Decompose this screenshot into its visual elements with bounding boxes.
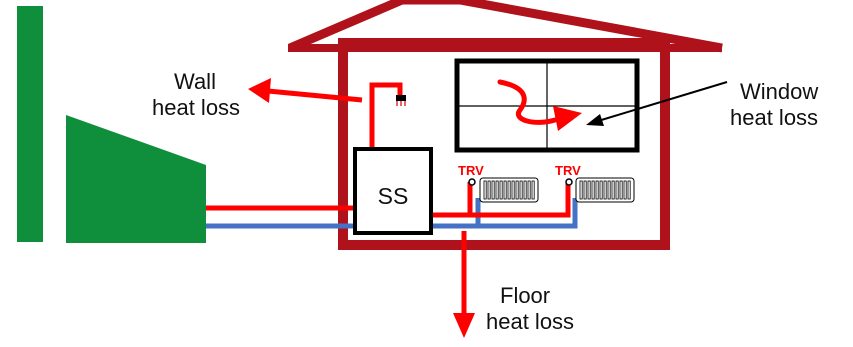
trv-valve-right [565, 178, 573, 186]
window-pointer-arrow [586, 81, 728, 126]
wall-label-line1: Wall [174, 69, 216, 94]
storage-label: SS [377, 183, 409, 209]
floor-label-line1: Floor [500, 283, 551, 308]
house-roof [288, 0, 723, 53]
window-label-line2: heat loss [730, 105, 819, 130]
wall-label-line2: heat loss [152, 95, 241, 120]
tap-icon [396, 95, 406, 106]
hot-pipe-to-tap [369, 82, 403, 150]
house-walls [338, 38, 670, 250]
wall-heat-loss-label: Wall heat loss [152, 69, 262, 121]
trv-label-right: TRV [555, 163, 581, 178]
radiator-right [575, 177, 635, 203]
floor-heat-loss-label: Floor heat loss [486, 283, 574, 335]
wall-heat-loss-arrow [248, 78, 363, 103]
pipes [206, 82, 578, 229]
hot-pipe-house [431, 182, 571, 218]
window-heat-loss-label: Window heat loss [730, 79, 818, 131]
green-post [17, 6, 43, 242]
floor-heat-loss-arrow [453, 231, 475, 338]
trv-label-left: TRV [458, 163, 484, 178]
heat-pump-unit [66, 115, 206, 243]
floor-label-line2: heat loss [486, 309, 575, 334]
trv-valve-left [468, 178, 476, 186]
storage-tank-box [353, 147, 433, 235]
window-label-line1: Window [740, 79, 819, 104]
window-heat-loss-arrow [497, 79, 582, 131]
radiator-left [479, 177, 539, 203]
